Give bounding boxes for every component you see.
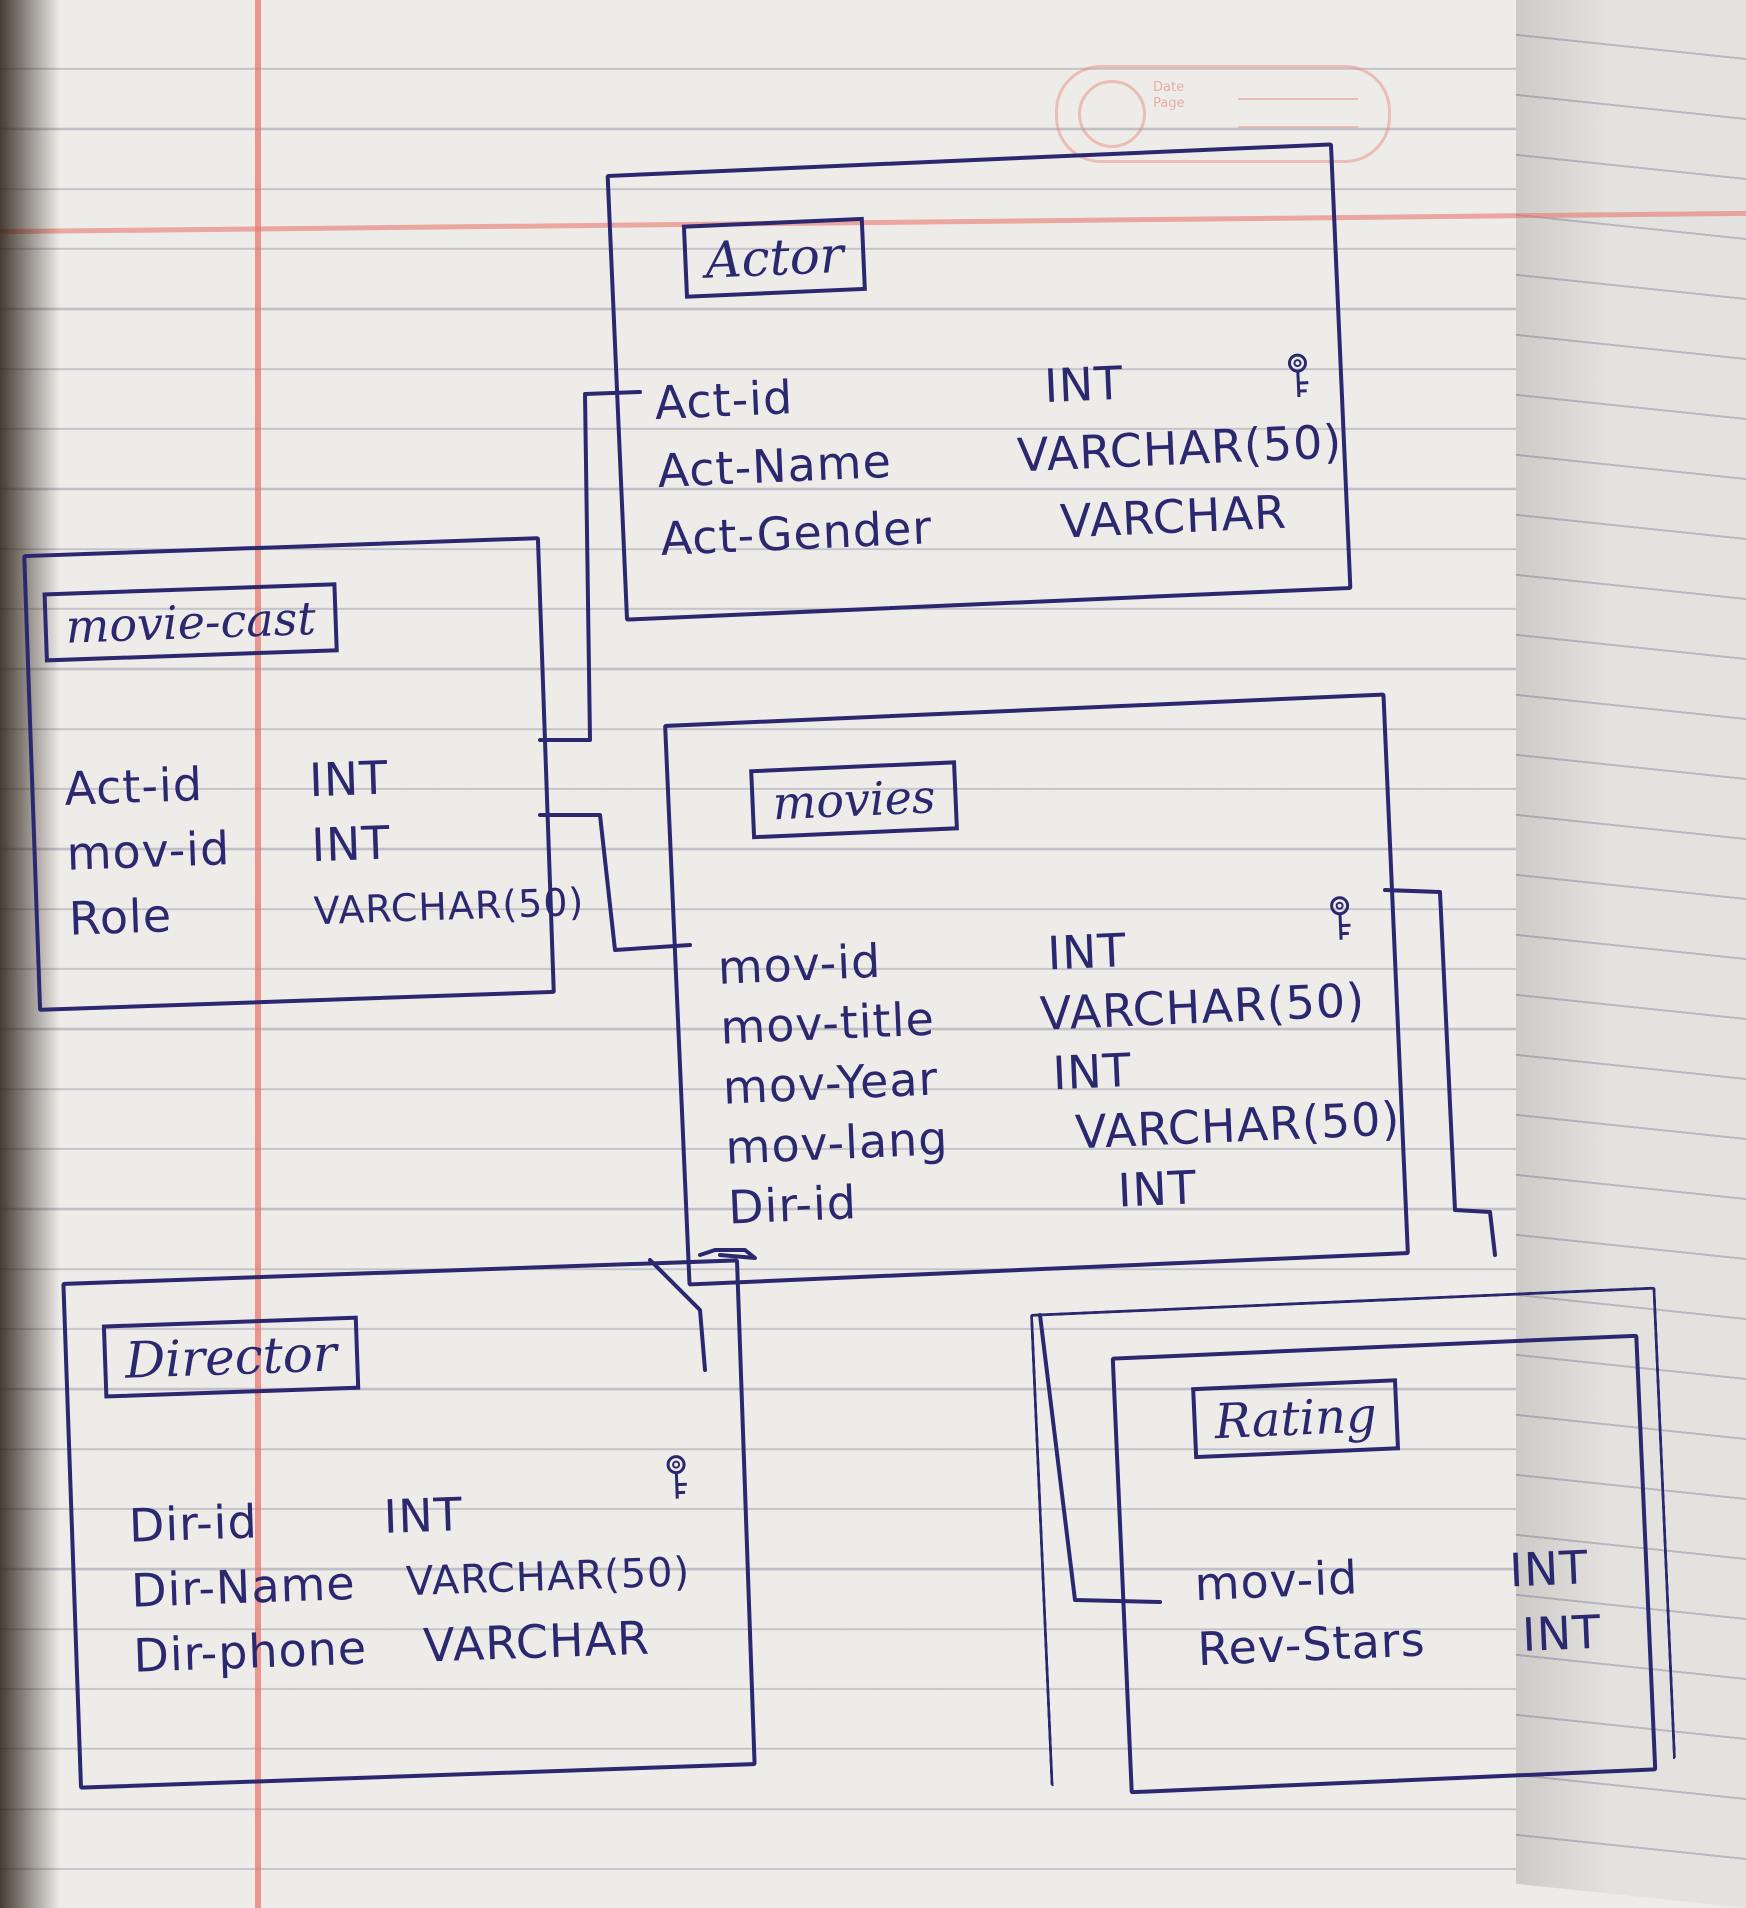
rating-outer-frame [1029, 1286, 1677, 1787]
field-name: mov-lang [724, 1111, 950, 1175]
field-type: INT [1046, 923, 1128, 981]
moviecast-field-row: mov-id INT [66, 810, 538, 886]
stamp-page-label: Page [1153, 96, 1185, 111]
connector-moviecast-movies [538, 813, 692, 952]
stamp-circle [1078, 80, 1146, 148]
field-type: VARCHAR(50) [313, 879, 586, 934]
primary-key-icon [666, 1455, 687, 1499]
primary-key-icon [1287, 353, 1309, 398]
field-type: INT [1043, 355, 1125, 414]
table-title-director: Director [101, 1315, 360, 1399]
field-type: INT [1051, 1042, 1133, 1101]
field-type: INT [310, 815, 392, 873]
connector-actor-moviecast [538, 390, 642, 742]
field-type: VARCHAR [422, 1610, 651, 1673]
field-name: Act-Name [656, 433, 893, 499]
stamp-line [1238, 98, 1358, 100]
field-type: VARCHAR(50) [405, 1549, 691, 1606]
field-name: Dir-id [727, 1175, 859, 1235]
table-director: Director Dir-id INT Dir-Name VARCHAR(50)… [61, 1258, 757, 1790]
field-type: VARCHAR(50) [1016, 414, 1344, 483]
field-type: INT [308, 750, 390, 808]
field-name: Role [67, 888, 173, 946]
table-movie-cast: movie-cast Act-id INT mov-id INT Role VA… [22, 536, 585, 1012]
field-type: INT [1116, 1160, 1199, 1218]
page-fold-shadow [0, 0, 60, 1908]
stamp-line [1238, 126, 1358, 128]
table-title-actor: Actor [681, 216, 868, 299]
moviecast-field-row: Act-id INT [63, 745, 535, 821]
field-name: mov-id [65, 821, 232, 881]
table-actor: Actor Act-id INT Act-Name VARCHAR(50) Ac… [605, 142, 1353, 622]
table-title-movie-cast: movie-cast [42, 582, 339, 663]
connector-movies-rating [1383, 888, 1497, 1257]
field-type: VARCHAR [1058, 484, 1288, 549]
field-type: INT [382, 1487, 464, 1544]
moviecast-field-row: Role VARCHAR(50) [67, 875, 585, 951]
field-name: Dir-phone [132, 1620, 368, 1683]
margin-line-vertical [255, 0, 261, 1908]
field-name: Act-id [63, 757, 204, 816]
stamp-text: Date Page [1153, 80, 1184, 112]
connector-director-movies [698, 1248, 757, 1260]
field-name: mov-id [716, 933, 883, 995]
field-name: Act-id [653, 370, 795, 431]
connector-director-arrow [648, 1258, 707, 1372]
stamp-date-label: Date [1153, 80, 1185, 95]
field-name: Act-Gender [659, 500, 934, 567]
actor-field-row: Act-id INT [653, 347, 1315, 436]
field-name: Dir-id [127, 1494, 259, 1553]
director-field-row: Dir-id INT [127, 1455, 730, 1559]
date-page-stamp: Date Page [1055, 65, 1391, 163]
connector-rating-loop [1038, 1313, 1162, 1604]
field-name: mov-Year [721, 1051, 940, 1115]
field-name: mov-title [719, 991, 936, 1055]
field-name: Dir-Name [130, 1555, 357, 1618]
movies-field-row: mov-id INT [716, 896, 1379, 1001]
table-movies: movies mov-id INT mov-title VARCHAR(50) … [663, 692, 1410, 1287]
table-title-movies: movies [749, 760, 959, 840]
primary-key-icon [1330, 896, 1351, 940]
